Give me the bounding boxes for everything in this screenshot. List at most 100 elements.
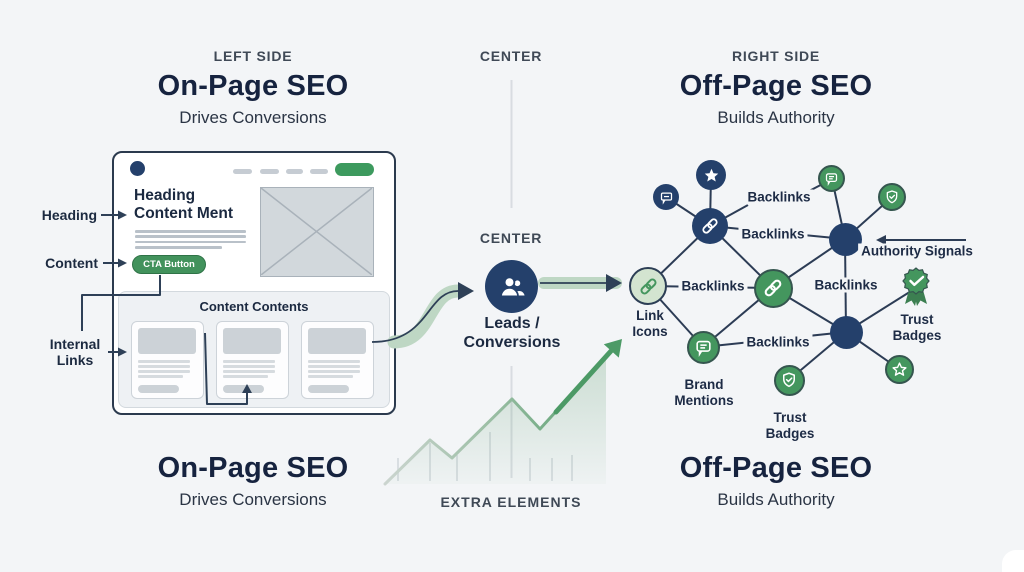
- image-placeholder: [260, 187, 374, 277]
- trust-shield-node-bottom: [773, 364, 805, 396]
- link-icon: [702, 218, 718, 234]
- card-image-placeholder: [308, 328, 366, 354]
- people-icon: [499, 275, 526, 297]
- content-panel-title: Content Contents: [199, 299, 309, 314]
- backlinks-label: Backlinks: [738, 226, 808, 242]
- left-subtitle-bottom: Drives Conversions: [179, 490, 327, 509]
- extra-elements-label: EXTRA ELEMENTS: [440, 494, 582, 510]
- chart-gridlines: [397, 432, 573, 481]
- growth-chart: [383, 339, 622, 486]
- browser-window-mockup: Heading Content Ment CTA Button Content …: [112, 151, 396, 415]
- card-line: [138, 375, 183, 378]
- card-button-placeholder: [223, 385, 264, 393]
- card-image-placeholder: [223, 328, 281, 354]
- mention-node-top: [818, 165, 845, 192]
- speech-bubble-icon: [825, 173, 838, 186]
- award-rosette-icon: [902, 267, 930, 306]
- right-subtitle-top: Builds Authority: [717, 108, 835, 127]
- center-eyebrow: CENTER: [479, 48, 543, 64]
- browser-cta-pill[interactable]: [335, 163, 374, 176]
- chart-arrowhead: [603, 339, 622, 358]
- award-rosette-node: [898, 266, 934, 313]
- left-eyebrow: LEFT SIDE: [213, 48, 293, 64]
- card-button-placeholder: [308, 385, 349, 393]
- left-title-bottom: On-Page SEO: [157, 452, 349, 484]
- star-outline-node: [884, 354, 914, 384]
- shield-node-top: [878, 183, 906, 211]
- card-line: [223, 375, 268, 378]
- star-outline-icon: [891, 361, 907, 376]
- content-card: [301, 321, 374, 399]
- right-title-top: Off-Page SEO: [679, 70, 873, 102]
- card-image-placeholder: [138, 328, 196, 354]
- image-placeholder-x: [260, 187, 373, 276]
- text-placeholder-line: [135, 235, 246, 238]
- card-line: [138, 360, 190, 363]
- authority-hub-node-top: [828, 222, 862, 256]
- card-line: [223, 360, 275, 363]
- authority-signals-label: Authority Signals: [858, 243, 976, 259]
- shield-check-icon: [783, 372, 795, 388]
- leads-conversions-caption: Leads / Conversions: [463, 315, 561, 351]
- flow-arrowhead-right: [606, 274, 622, 292]
- right-title-bottom: Off-Page SEO: [679, 452, 873, 484]
- star-icon: [704, 168, 718, 182]
- left-subtitle-top: Drives Conversions: [179, 108, 327, 127]
- card-line: [138, 370, 190, 373]
- center-label-mid: CENTER: [479, 230, 543, 246]
- brand-mentions-node: [686, 330, 720, 364]
- annotation-internal-links: Internal Links: [49, 336, 101, 369]
- right-subtitle-bottom: Builds Authority: [717, 490, 835, 509]
- leads-conversions-node: [485, 260, 538, 313]
- card-line: [308, 360, 360, 363]
- corner-artifact: [1002, 550, 1024, 572]
- link-icons-node: [629, 267, 667, 305]
- backlink-hub-node-green: [753, 268, 793, 308]
- trust-badges-caption: Trust Badges: [765, 410, 815, 441]
- card-button-placeholder: [138, 385, 179, 393]
- chart-arrow-shaft: [553, 348, 614, 415]
- card-line: [223, 365, 275, 368]
- card-line: [308, 370, 360, 373]
- link-icons-caption: Link Icons: [632, 308, 668, 339]
- brand-mentions-caption: Brand Mentions: [674, 377, 734, 408]
- annotation-content: Content: [45, 255, 98, 271]
- star-node: [696, 160, 726, 190]
- text-placeholder-line: [135, 230, 246, 233]
- backlinks-label: Backlinks: [678, 278, 748, 294]
- card-line: [138, 365, 190, 368]
- annotation-heading: Heading: [41, 207, 97, 223]
- flow-arrowhead-left: [458, 282, 474, 300]
- content-card: [131, 321, 204, 399]
- right-eyebrow: RIGHT SIDE: [731, 48, 821, 64]
- content-card: [216, 321, 289, 399]
- chart-area: [385, 355, 606, 484]
- mock-heading-line1: Heading: [134, 187, 196, 204]
- card-line: [308, 365, 360, 368]
- link-icon: [764, 279, 782, 297]
- mock-heading-line2: Content Ment: [134, 205, 234, 222]
- chat-screen-node: [653, 184, 679, 210]
- left-title-top: On-Page SEO: [157, 70, 349, 102]
- link-icon: [639, 277, 657, 295]
- trust-badges-caption: Trust Badges: [892, 312, 942, 343]
- card-line: [223, 370, 275, 373]
- authority-hub-node-bottom: [829, 315, 863, 349]
- nav-dash: [286, 169, 303, 174]
- browser-logo-dot: [130, 161, 145, 176]
- card-line: [308, 375, 353, 378]
- nav-dash: [233, 169, 252, 174]
- backlinks-label: Backlinks: [744, 189, 814, 205]
- backlinks-label: Backlinks: [743, 334, 813, 350]
- nav-dash: [310, 169, 328, 174]
- chart-line: [383, 350, 612, 486]
- cta-button[interactable]: CTA Button: [132, 255, 206, 274]
- shield-check-icon: [886, 190, 898, 204]
- flow-band-left: [387, 284, 465, 349]
- text-placeholder-line: [135, 246, 222, 249]
- text-placeholder-line: [135, 240, 246, 244]
- speech-bubble-icon: [695, 340, 711, 357]
- backlink-hub-node: [692, 208, 728, 244]
- chat-screen-icon: [660, 192, 672, 205]
